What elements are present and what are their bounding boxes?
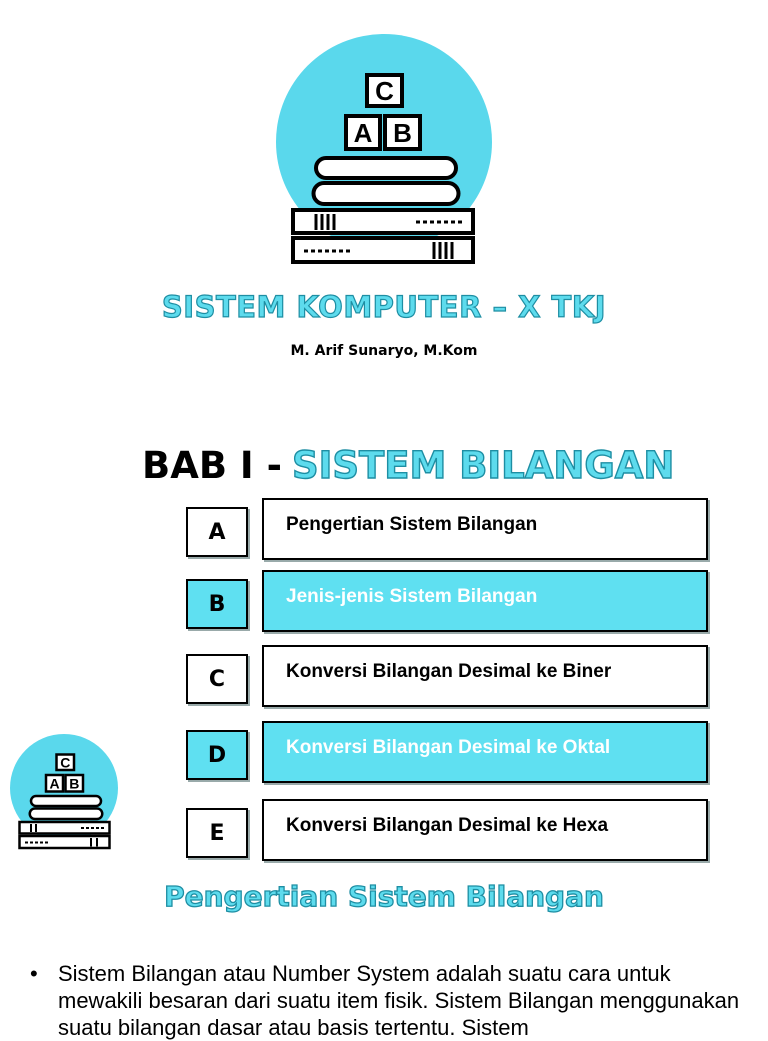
- bullet-marker: •: [30, 961, 38, 986]
- menu-item-biner[interactable]: Konversi Bilangan Desimal ke Biner: [262, 645, 708, 707]
- menu-item-jenis[interactable]: Jenis-jenis Sistem Bilangan: [262, 570, 708, 632]
- logo-small-letter-c: C: [60, 755, 70, 771]
- logo-small-letter-a: A: [49, 776, 59, 792]
- chapter-prefix: BAB I -: [142, 444, 282, 487]
- abc-blocks-books-small-icon: C A B: [18, 753, 111, 850]
- section-body: • Sistem Bilangan atau Number System ada…: [30, 960, 750, 1041]
- chapter-title: SISTEM BILANGAN: [291, 443, 675, 487]
- menu-letter-c: C: [186, 654, 248, 704]
- author-name: M. Arif Sunaryo, M.Kom: [290, 343, 478, 359]
- section-heading: Pengertian Sistem Bilangan: [163, 879, 604, 913]
- abc-blocks-books-icon: C A B: [291, 73, 475, 264]
- menu-letter-d: D: [186, 730, 248, 780]
- page-title: SISTEM KOMPUTER – X TKJ: [161, 289, 607, 324]
- chapter-heading: BAB I -SISTEM BILANGAN: [142, 443, 675, 487]
- section-paragraph: Sistem Bilangan atau Number System adala…: [58, 961, 740, 1040]
- logo-letter-b: B: [393, 118, 412, 148]
- logo-letter-a: A: [354, 118, 373, 148]
- menu-letter-b: B: [186, 579, 248, 629]
- logo-small-letter-b: B: [69, 776, 79, 792]
- menu-item-hexa[interactable]: Konversi Bilangan Desimal ke Hexa: [262, 799, 708, 861]
- logo-large: C A B: [276, 34, 492, 270]
- menu-letter-a: A: [186, 507, 248, 557]
- menu-item-pengertian[interactable]: Pengertian Sistem Bilangan: [262, 498, 708, 560]
- logo-small: C A B: [10, 734, 120, 852]
- logo-letter-c: C: [375, 76, 394, 106]
- menu-item-oktal[interactable]: Konversi Bilangan Desimal ke Oktal: [262, 721, 708, 783]
- menu-letter-e: E: [186, 808, 248, 858]
